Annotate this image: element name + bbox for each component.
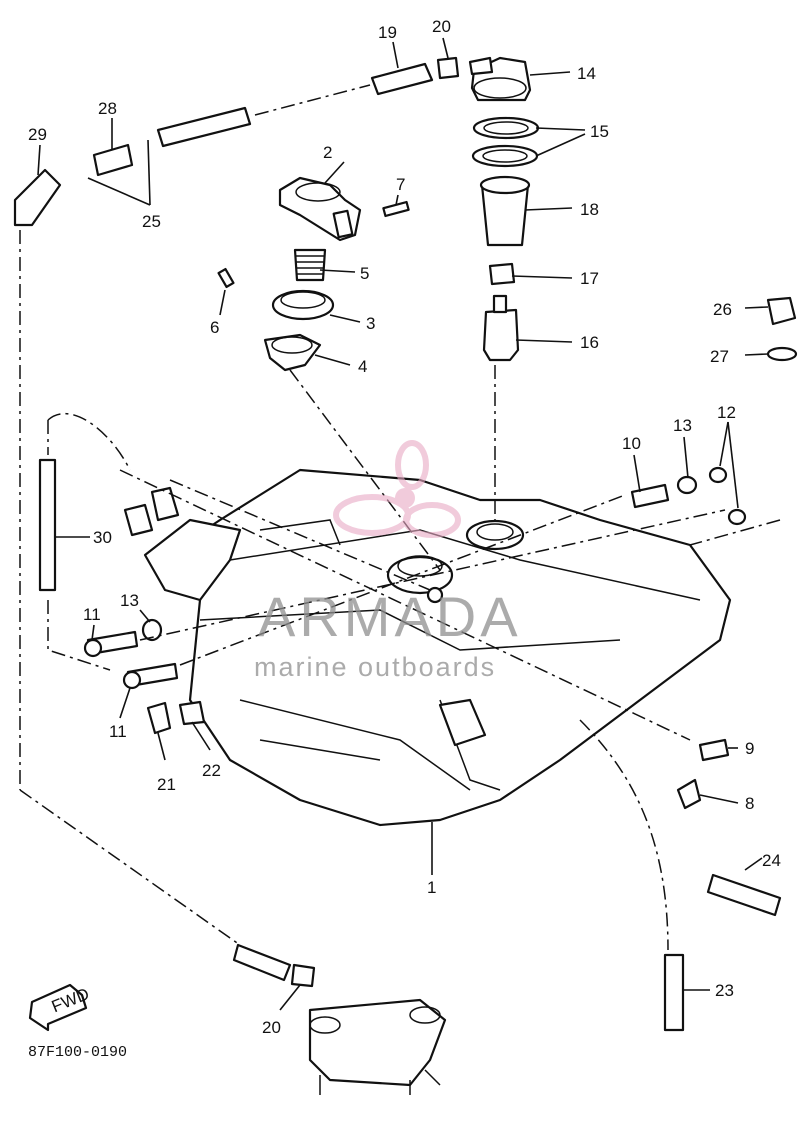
callout-8: 8 (745, 794, 754, 813)
callout-12: 12 (717, 403, 736, 422)
callout-27: 27 (710, 347, 729, 366)
callout-4: 4 (358, 357, 367, 376)
callout-3: 3 (366, 314, 375, 333)
callout-26: 26 (713, 300, 732, 319)
callouts: 2 7 5 3 6 4 19 20 14 15 18 17 16 28 29 2… (28, 17, 781, 1037)
fwd-arrow-icon: FWD (28, 983, 92, 1032)
callout-13-left: 13 (120, 591, 139, 610)
callout-2: 2 (323, 143, 332, 162)
watermark: ARMADA marine outboards (254, 440, 522, 682)
callout-29: 29 (28, 125, 47, 144)
callout-28: 28 (98, 99, 117, 118)
callout-6: 6 (210, 318, 219, 337)
callout-23: 23 (715, 981, 734, 1000)
drawing-code: 87F100-0190 (28, 1044, 127, 1061)
callout-18: 18 (580, 200, 599, 219)
callout-14: 14 (577, 64, 596, 83)
armada-logo-icon (333, 440, 461, 538)
callout-11-upper: 11 (83, 605, 101, 624)
callout-24: 24 (762, 851, 781, 870)
hoses-side (38, 458, 316, 988)
callout-15: 15 (590, 122, 609, 141)
callout-10: 10 (622, 434, 641, 453)
hose-top (13, 56, 460, 227)
gauge-stack (468, 56, 540, 362)
callout-22: 22 (202, 761, 221, 780)
assembly-lines (19, 84, 781, 951)
callout-5: 5 (360, 264, 369, 283)
callout-17: 17 (580, 269, 599, 288)
cap-assembly (217, 176, 410, 372)
callout-16: 16 (580, 333, 599, 352)
right-parts (630, 296, 798, 1032)
callout-25: 25 (142, 212, 161, 231)
callout-20-bottom: 20 (262, 1018, 281, 1037)
leader-lines (37, 37, 769, 1011)
callout-13-right: 13 (673, 416, 692, 435)
watermark-brand: ARMADA (258, 585, 522, 648)
callout-30: 30 (93, 528, 112, 547)
fuel-connector (308, 998, 447, 1095)
fuel-tank (143, 468, 732, 827)
callout-11-lower: 11 (109, 722, 127, 741)
callout-7: 7 (396, 175, 405, 194)
callout-9: 9 (745, 739, 754, 758)
callout-19: 19 (378, 23, 397, 42)
callout-1: 1 (427, 878, 436, 897)
callout-21: 21 (157, 775, 176, 794)
callout-20-top: 20 (432, 17, 451, 36)
watermark-tagline: marine outboards (254, 652, 496, 682)
